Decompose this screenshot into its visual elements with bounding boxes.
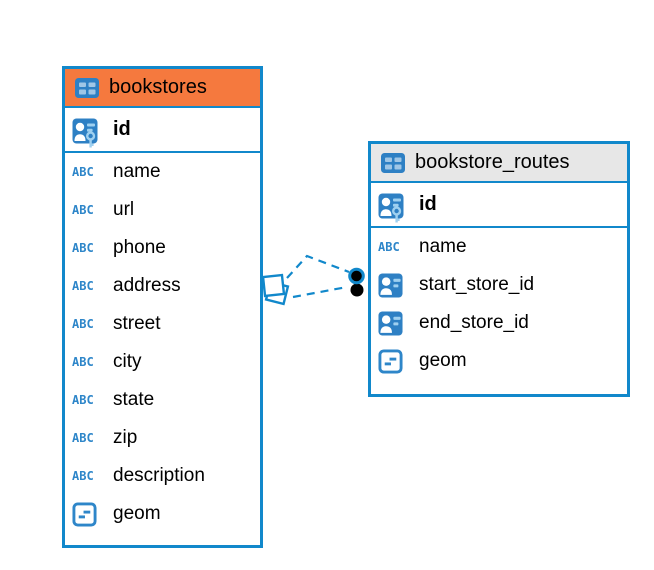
column-row[interactable]: id — [65, 108, 260, 153]
text-icon: ABC — [72, 355, 94, 369]
table-title: bookstores — [109, 76, 207, 98]
column-name: id — [419, 193, 437, 215]
text-icon: ABC — [72, 431, 94, 445]
column-name: geom — [113, 503, 161, 524]
table-icon — [380, 152, 406, 174]
column-row[interactable]: ABC address — [65, 267, 260, 305]
column-name: city — [113, 351, 142, 372]
column-row[interactable]: ABC description — [65, 457, 260, 495]
column-name: phone — [113, 237, 166, 258]
column-row[interactable]: start_store_id — [371, 266, 627, 304]
column-name: end_store_id — [419, 312, 529, 333]
column-row[interactable]: ABC state — [65, 381, 260, 419]
text-icon: ABC — [72, 165, 94, 179]
column-row[interactable]: ABC city — [65, 343, 260, 381]
text-icon: ABC — [72, 279, 94, 293]
table-header[interactable]: bookstore_routes — [371, 144, 627, 183]
primary-key-icon — [378, 193, 404, 224]
text-icon: ABC — [72, 203, 94, 217]
primary-key-icon — [72, 118, 98, 149]
column-row[interactable]: ABC url — [65, 191, 260, 229]
text-icon: ABC — [72, 393, 94, 407]
column-name: street — [113, 313, 161, 334]
text-icon: ABC — [72, 317, 94, 331]
table-icon — [74, 77, 100, 99]
column-name: zip — [113, 427, 138, 448]
overlapping-squares-marker[interactable] — [261, 273, 290, 306]
column-row[interactable]: ABC name — [371, 228, 627, 266]
overlapping-dots-marker[interactable] — [348, 267, 365, 297]
text-icon: ABC — [72, 469, 94, 483]
column-name: geom — [419, 350, 467, 371]
reference-icon — [378, 273, 403, 298]
column-name: name — [113, 161, 161, 182]
column-row[interactable]: ABC street — [65, 305, 260, 343]
column-row[interactable]: ABC zip — [65, 419, 260, 457]
column-row[interactable]: geom — [371, 342, 627, 380]
column-row[interactable]: ABC phone — [65, 229, 260, 267]
column-name: description — [113, 465, 205, 486]
column-name: state — [113, 389, 155, 410]
column-name: id — [113, 118, 131, 140]
column-row[interactable]: ABC name — [65, 153, 260, 191]
text-icon: ABC — [72, 241, 94, 255]
geometry-icon — [378, 349, 403, 374]
text-icon: ABC — [378, 240, 400, 254]
column-row[interactable]: end_store_id — [371, 304, 627, 342]
column-row[interactable]: id — [371, 183, 627, 228]
geometry-icon — [72, 502, 97, 527]
column-name: start_store_id — [419, 274, 535, 295]
table-header[interactable]: bookstores — [65, 69, 260, 108]
column-row[interactable]: geom — [65, 495, 260, 533]
relationship-line[interactable] — [286, 254, 350, 279]
relationship-line[interactable] — [292, 285, 348, 299]
reference-icon — [378, 311, 403, 336]
column-name: name — [419, 236, 467, 257]
column-name: address — [113, 275, 181, 296]
column-name: url — [113, 199, 135, 220]
table-title: bookstore_routes — [415, 151, 570, 173]
